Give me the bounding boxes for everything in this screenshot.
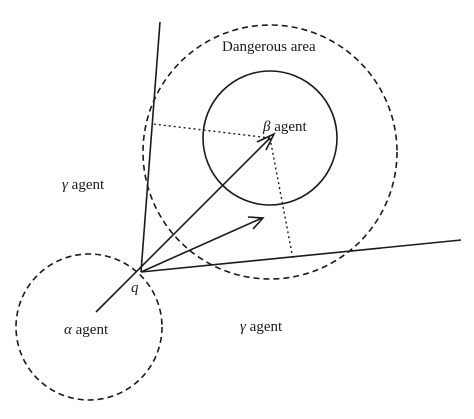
beta-symbol: β xyxy=(262,119,271,135)
avoidance-arrowhead xyxy=(247,216,265,230)
gamma-word-right: agent xyxy=(246,319,283,335)
dangerous-area-label: Dangerous area xyxy=(222,39,316,55)
beta-agent-label: β agent xyxy=(262,119,308,135)
alpha-agent-label: α agent xyxy=(64,322,109,338)
gamma-word-left: agent xyxy=(68,177,105,193)
dotted-radius-lower xyxy=(269,137,294,260)
point-q-label: q xyxy=(131,280,139,296)
avoidance-arrow-line xyxy=(140,217,263,273)
gamma-agent-left-label: γ agent xyxy=(62,177,105,193)
gamma-symbol-right: γ xyxy=(240,319,247,335)
dotted-radius-upper xyxy=(152,123,271,139)
dangerous-area-circle xyxy=(142,24,398,280)
gamma-agent-right-label: γ agent xyxy=(240,319,283,335)
alpha-word: agent xyxy=(72,322,109,338)
alpha-symbol: α xyxy=(64,322,73,338)
tangent-line-upper xyxy=(140,21,161,273)
tangent-line-lower xyxy=(140,239,462,273)
arrowhead-to-beta xyxy=(256,132,276,151)
alpha-beta-line xyxy=(95,137,271,313)
beta-agent-circle xyxy=(202,70,338,206)
beta-word: agent xyxy=(270,119,307,135)
gamma-symbol-left: γ xyxy=(62,177,69,193)
alpha-agent-circle xyxy=(15,253,163,401)
